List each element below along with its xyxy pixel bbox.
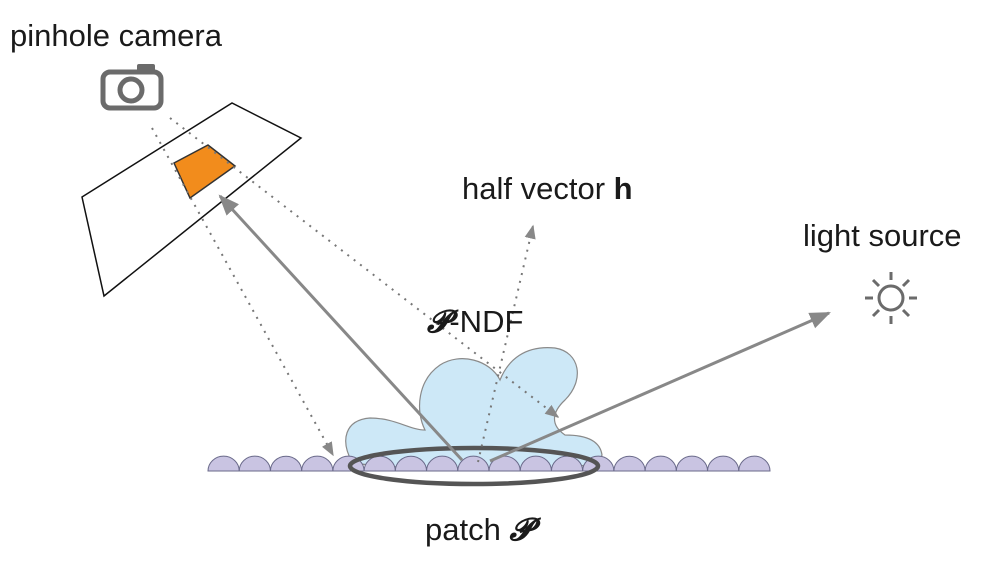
light-label: light source bbox=[803, 218, 962, 253]
microfacet-bump bbox=[207, 455, 240, 472]
image-plane bbox=[81, 102, 303, 298]
microfacet-bump bbox=[394, 455, 428, 472]
microfacet-bump bbox=[269, 455, 303, 472]
half-vector-prefix: half vector bbox=[462, 171, 614, 206]
patch-prefix: patch bbox=[425, 512, 509, 547]
microfacet-bump bbox=[488, 455, 521, 472]
half-vector-ray bbox=[477, 224, 536, 463]
patch-ellipse bbox=[347, 445, 601, 487]
ndf-label: 𝓟-NDF bbox=[427, 304, 523, 340]
microfacet-bump bbox=[707, 455, 740, 472]
microfacet-bump bbox=[238, 455, 271, 472]
patch-label: patch 𝓟 bbox=[425, 512, 541, 548]
ndf-lobe bbox=[345, 347, 603, 470]
dotted-ray-right bbox=[169, 117, 560, 418]
camera-icon bbox=[100, 64, 164, 111]
view-ray bbox=[218, 194, 464, 462]
microfacet-bump bbox=[457, 455, 490, 472]
microfacet-bump bbox=[426, 455, 459, 472]
microfacet-bump bbox=[301, 455, 334, 472]
microfacet-bump bbox=[738, 455, 771, 472]
half-vector-symbol: h bbox=[614, 171, 633, 206]
microfacet-bump bbox=[675, 455, 709, 472]
microfacet-bump bbox=[519, 455, 552, 472]
microfacet-bump bbox=[644, 455, 677, 472]
sun-icon bbox=[865, 272, 917, 324]
patch-symbol: 𝓟 bbox=[509, 512, 541, 548]
camera-label: pinhole camera bbox=[10, 18, 223, 53]
light-ray bbox=[489, 311, 831, 463]
half-vector-label: half vector h bbox=[462, 171, 633, 206]
pixel-patch bbox=[173, 144, 237, 200]
microfacet-bump bbox=[613, 455, 646, 472]
ndf-suffix: -NDF bbox=[449, 304, 523, 339]
